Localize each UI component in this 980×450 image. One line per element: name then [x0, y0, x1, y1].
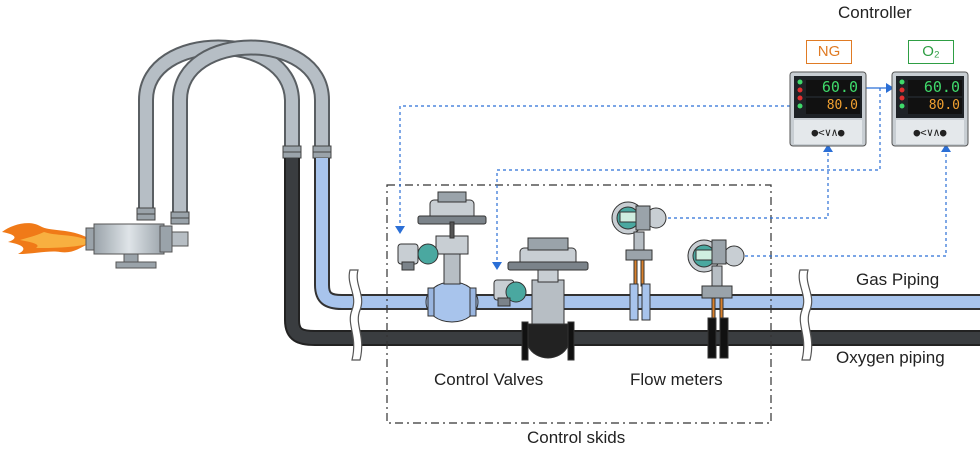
ng-pv-display: 60.0	[821, 78, 858, 96]
control-skids-label: Control skids	[527, 428, 626, 447]
ng-controller-body	[789, 71, 867, 147]
oxygen-hose	[138, 39, 300, 220]
o2-controller-tag: O₂	[908, 40, 954, 64]
gas-pipe	[314, 158, 980, 310]
oxygen-flow-meter	[687, 239, 745, 359]
gas-flow-meter	[611, 201, 667, 321]
ng-controller-tag: NG	[806, 40, 852, 64]
gas-control-valve	[397, 191, 487, 323]
o2-controller-body	[891, 71, 969, 147]
pipe-break-marks	[348, 269, 813, 361]
control-valves-label: Control Valves	[434, 370, 544, 389]
ng-sv-display: 80.0	[826, 98, 858, 113]
burner-flame	[2, 223, 88, 254]
o2-sv-display: 80.0	[928, 98, 960, 113]
oxygen-piping-label: Oxygen piping	[836, 348, 945, 367]
controller-label: Controller	[838, 3, 912, 22]
control-skid-boundary	[386, 184, 772, 424]
hose-flanges	[136, 145, 332, 225]
ng-controller-keypad[interactable]: ●<∨∧●	[811, 126, 845, 139]
o2-controller-keypad[interactable]: ●<∨∧●	[913, 126, 947, 139]
gas-hose	[172, 39, 330, 222]
gas-piping-label: Gas Piping	[856, 270, 940, 289]
oxygen-pipe	[284, 158, 980, 346]
o2-pv-display: 60.0	[923, 78, 960, 96]
oxygen-control-valve	[493, 237, 589, 361]
signal-arrowheads	[395, 83, 951, 270]
flow-meters-label: Flow meters	[630, 370, 723, 389]
burner	[85, 223, 189, 269]
